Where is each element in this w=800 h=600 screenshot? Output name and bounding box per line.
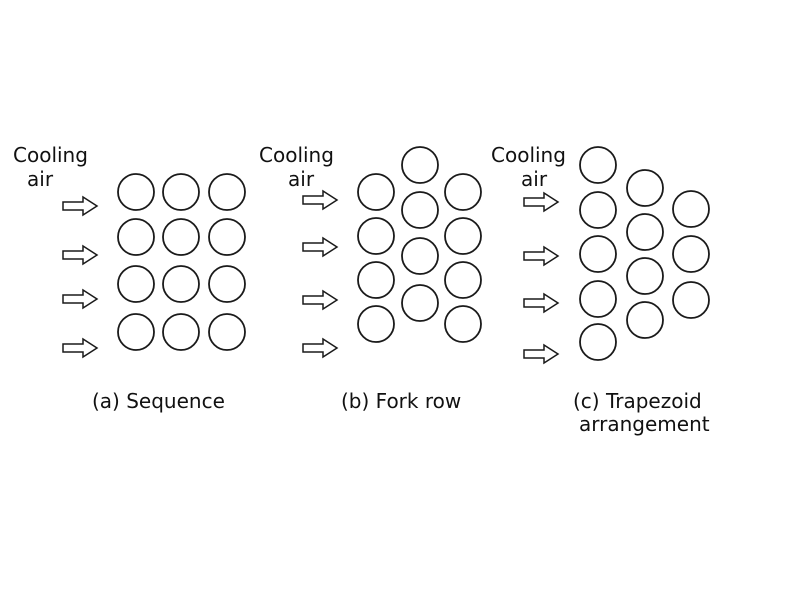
tube-circle: [444, 305, 482, 343]
tube-circle: [117, 313, 155, 351]
tube-circle: [162, 218, 200, 256]
tube-grid: [117, 173, 246, 351]
airflow-arrow-icon: [523, 245, 560, 267]
tube-circle: [626, 169, 664, 207]
airflow-arrow-icon: [302, 289, 339, 311]
tube-circle: [672, 190, 710, 228]
airflow-arrow-icon: [523, 292, 560, 314]
panel-trapezoid: Cooling air (c) Trapezoid arrangement: [491, 143, 710, 436]
tube-circle: [401, 146, 439, 184]
tube-circle: [672, 281, 710, 319]
tube-circle: [579, 191, 617, 229]
airflow-arrows: [302, 189, 339, 359]
airflow-arrow-icon: [62, 288, 99, 310]
tube-circle: [401, 237, 439, 275]
panel-caption: (c) Trapezoid: [573, 389, 702, 413]
airflow-arrow-icon: [523, 191, 560, 213]
airflow-arrow-icon: [302, 189, 339, 211]
tube-circle: [357, 217, 395, 255]
airflow-arrow-icon: [302, 236, 339, 258]
airflow-arrow-icon: [523, 343, 560, 365]
tube-circle: [626, 301, 664, 339]
tube-circle: [208, 265, 246, 303]
airflow-arrow-icon: [62, 337, 99, 359]
cooling-air-label-line1: Cooling: [259, 143, 334, 167]
tube-grid: [579, 146, 710, 361]
airflow-arrows: [62, 195, 99, 359]
airflow-arrow-icon: [62, 244, 99, 266]
tube-circle: [401, 191, 439, 229]
cooling-air-label-line2: air: [288, 167, 315, 191]
tube-circle: [579, 323, 617, 361]
airflow-arrow-icon: [62, 195, 99, 217]
tube-circle: [579, 280, 617, 318]
airflow-arrows: [523, 191, 560, 365]
cooling-air-label-line1: Cooling: [491, 143, 566, 167]
panel-caption: (a) Sequence: [92, 389, 225, 413]
tube-circle: [357, 173, 395, 211]
cooling-air-label-line1: Cooling: [13, 143, 88, 167]
tube-circle: [444, 173, 482, 211]
tube-circle: [626, 257, 664, 295]
tube-circle: [117, 173, 155, 211]
tube-grid: [357, 146, 482, 343]
tube-circle: [444, 261, 482, 299]
tube-circle: [444, 217, 482, 255]
tube-circle: [162, 265, 200, 303]
tube-circle: [117, 218, 155, 256]
tube-circle: [162, 173, 200, 211]
tube-circle: [579, 235, 617, 273]
cooling-air-label-line2: air: [521, 167, 548, 191]
tube-circle: [208, 218, 246, 256]
airflow-arrow-icon: [302, 337, 339, 359]
panel-caption: (b) Fork row: [341, 389, 461, 413]
tube-circle: [357, 261, 395, 299]
tube-circle: [626, 213, 664, 251]
panel-caption-line2: arrangement: [579, 412, 710, 436]
tube-circle: [401, 284, 439, 322]
tube-circle: [162, 313, 200, 351]
tube-circle: [208, 313, 246, 351]
tube-circle: [208, 173, 246, 211]
tube-circle: [579, 146, 617, 184]
cooling-air-label-line2: air: [27, 167, 54, 191]
tube-circle: [672, 235, 710, 273]
tube-circle: [117, 265, 155, 303]
panel-sequence: Cooling air (a) Sequence: [13, 143, 246, 413]
panel-fork-row: Cooling air (b) Fork row: [259, 143, 482, 413]
tube-circle: [357, 305, 395, 343]
